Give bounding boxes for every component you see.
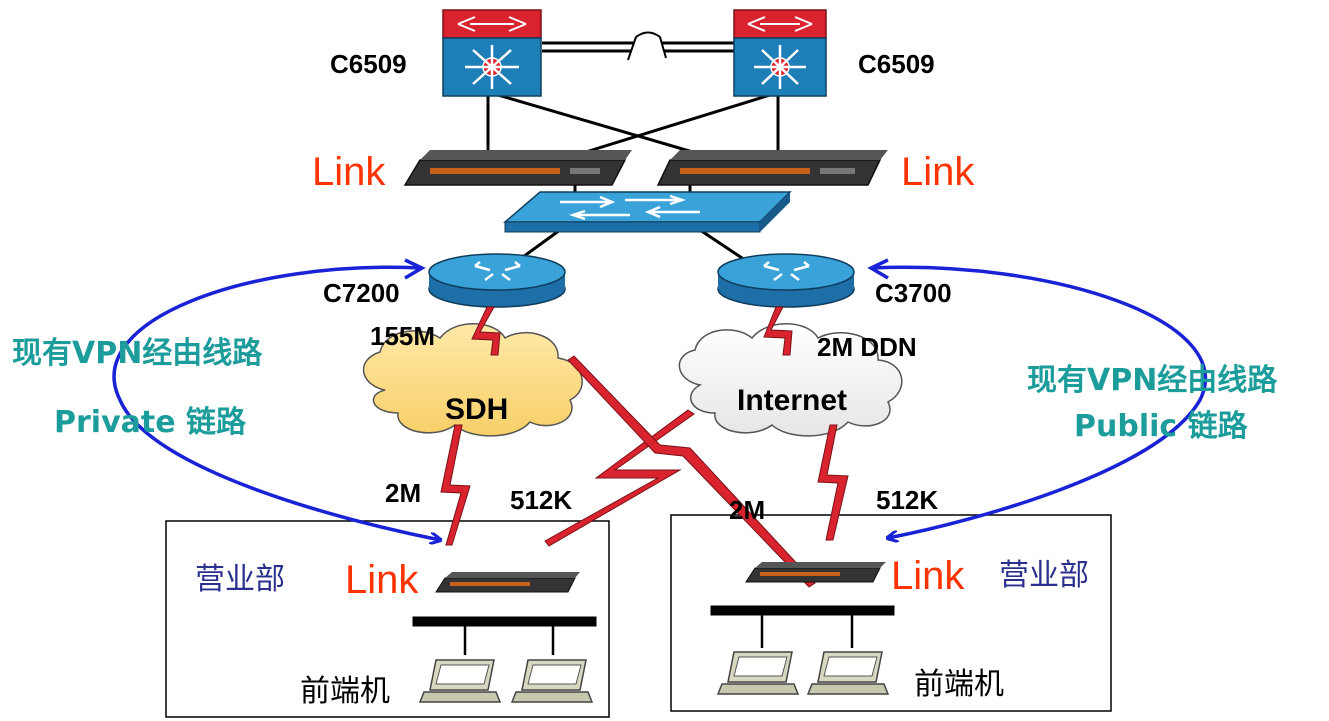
sdh-label: SDH: [445, 393, 509, 426]
bw-2m-right-label: 2M: [729, 495, 766, 525]
wan-link-512k-right: [817, 424, 849, 541]
vpn-right-line1: 现有VPN经由线路: [1027, 363, 1278, 398]
bw-512k-right-label: 512K: [876, 485, 939, 515]
computer-icon-right-2: [806, 651, 890, 695]
router-left-label: C7200: [323, 278, 400, 308]
branch-right-name: 营业部: [999, 558, 1089, 593]
internet-label: Internet: [737, 384, 848, 417]
wan-links: [440, 306, 849, 588]
wan-link-2m-right: [567, 355, 816, 588]
link-top-left-label: Link: [312, 150, 386, 194]
computer-icon-right-1: [716, 651, 800, 695]
computer-icon-left-1: [418, 659, 502, 703]
computer-icon-left-2: [510, 659, 594, 703]
link-branch-right-label: Link: [891, 554, 965, 598]
wan-link-512k-left: [544, 409, 695, 547]
internet-cloud: [678, 323, 903, 437]
core-uplinks: [486, 93, 780, 162]
router-left-icon: [428, 253, 566, 308]
wan-link-2m-ddn: [763, 306, 793, 356]
bw-2m-left-label: 2M: [385, 478, 422, 508]
branch-left-name: 营业部: [195, 562, 285, 597]
router-right-label: C3700: [875, 278, 952, 308]
link-appliance-branch-right-icon: [745, 562, 886, 583]
vpn-arrow-left: [112, 265, 440, 540]
core-switch-right-label: C6509: [858, 49, 935, 79]
wan-link-155m: [471, 306, 501, 356]
vpn-arrow-left-head-top: [404, 258, 426, 280]
lan-right: [710, 605, 895, 648]
front-end-right-label: 前端机: [914, 667, 1004, 702]
vpn-right-line2: Public 链路: [1074, 409, 1248, 444]
vpn-arrow-right-head-top: [867, 258, 889, 280]
front-end-left-label: 前端机: [300, 674, 390, 709]
trunk-link: [542, 31, 735, 61]
router-right-icon: [717, 253, 855, 308]
link-appliance-top-left-icon: [403, 150, 632, 186]
vpn-left-line1: 现有VPN经由线路: [12, 336, 263, 371]
bw-2m-ddn-label: 2M DDN: [817, 332, 917, 362]
lan-left: [412, 616, 597, 655]
core-switch-left-icon: [442, 9, 542, 97]
link-top-right-label: Link: [901, 150, 975, 194]
core-switch-left-label: C6509: [330, 49, 407, 79]
vpn-left-line2: Private 链路: [54, 405, 246, 440]
vpn-arrow-right: [871, 265, 1208, 538]
bw-155m-label: 155M: [370, 321, 436, 351]
link-branch-left-label: Link: [345, 558, 419, 602]
wan-link-2m-left: [440, 424, 471, 546]
distribution-switch-icon: [502, 191, 792, 233]
core-switch-right-icon: [733, 9, 827, 97]
bw-512k-left-label: 512K: [510, 485, 573, 515]
link-appliance-top-right-icon: [656, 150, 888, 186]
link-appliance-branch-left-icon: [435, 572, 580, 593]
